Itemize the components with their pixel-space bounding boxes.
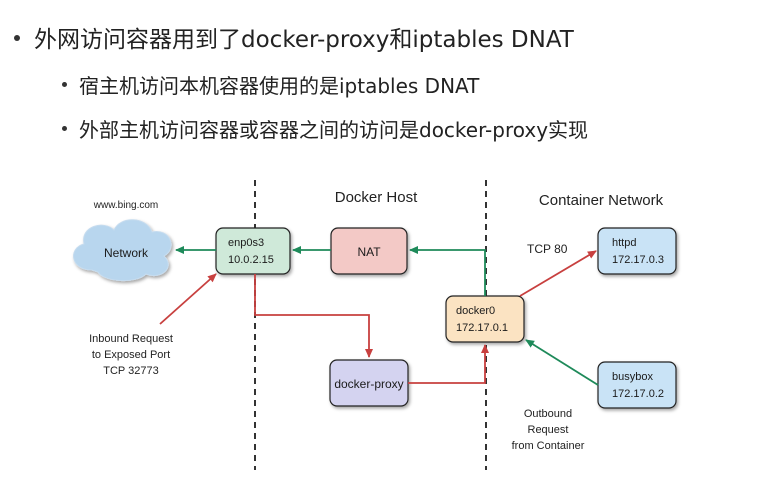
arrow-inbound-to-enp [159,273,217,325]
docker-host-label: Docker Host [335,189,418,206]
outbound-label-line-3: from Container [512,440,585,452]
enp0s3-name: enp0s3 [228,237,264,249]
docker0-node: docker0 172.17.0.1 [445,295,525,343]
container-network-label: Container Network [539,192,664,209]
bullet-sub-1-text: 宿主机访问本机容器使用的是iptables DNAT [79,74,480,98]
bullet-main: 外网访问容器用到了docker-proxy和iptables DNAT [14,20,574,54]
enp0s3-node: enp0s3 10.0.2.15 [215,227,291,275]
busybox-name: busybox [612,371,653,383]
inbound-label-line-2: to Exposed Port [92,349,170,361]
outbound-label-line-2: Request [528,424,569,436]
arrow-docker0-to-nat [409,246,486,296]
bullet-main-text: 外网访问容器用到了docker-proxy和iptables DNAT [34,27,574,53]
bullet-dot-icon [14,34,20,41]
bullet-sub-2: 外部主机访问容器或容器之间的访问是docker-proxy实现 [62,114,588,143]
network-cloud-icon [73,219,172,281]
httpd-container-node: httpd 172.17.0.3 [597,227,677,275]
arrow-proxy-to-docker0 [408,344,489,384]
busybox-ip: 172.17.0.2 [612,388,664,400]
httpd-ip: 172.17.0.3 [612,254,664,266]
docker-proxy-node: docker-proxy [329,359,409,407]
docker0-ip: 172.17.0.1 [456,322,508,334]
docker-proxy-label: docker-proxy [334,377,403,391]
outbound-label-line-1: Outbound [524,408,572,420]
docker0-name: docker0 [456,305,495,317]
bullet-dot-icon [62,126,67,131]
httpd-name: httpd [612,237,636,249]
nat-label: NAT [357,245,381,259]
arrow-docker0-to-httpd [519,250,597,297]
enp0s3-ip: 10.0.2.15 [228,254,274,266]
bullet-sub-1: 宿主机访问本机容器使用的是iptables DNAT [62,70,479,99]
tcp80-label: TCP 80 [527,242,568,256]
bing-label: www.bing.com [93,200,158,211]
bullet-dot-icon [62,82,67,87]
busybox-container-node: busybox 172.17.0.2 [597,361,677,409]
arrow-enp-to-proxy [254,274,373,358]
arrow-busybox-to-docker0 [525,339,599,386]
bullet-sub-2-text: 外部主机访问容器或容器之间的访问是docker-proxy实现 [79,118,589,142]
inbound-label-line-3: TCP 32773 [103,365,158,377]
network-label: Network [104,246,149,260]
nat-node: NAT [330,227,408,275]
inbound-label-line-1: Inbound Request [89,333,173,345]
